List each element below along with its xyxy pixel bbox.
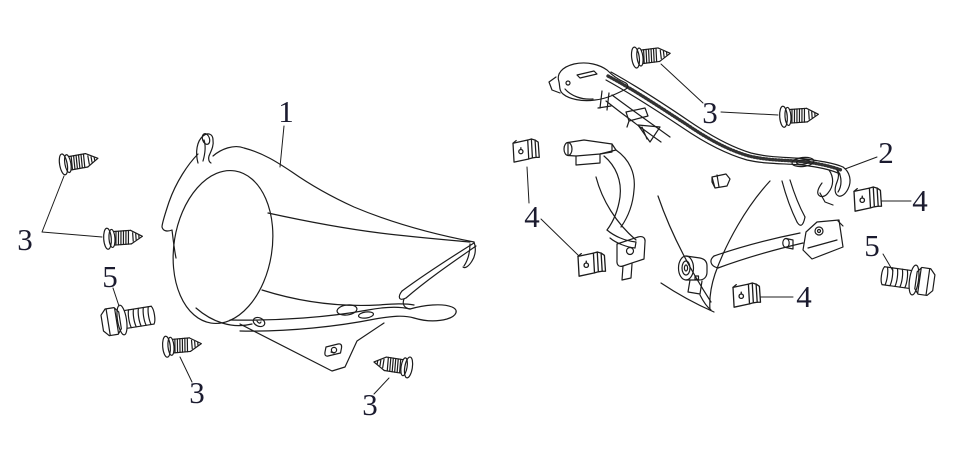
- callout-label-rear-clip-bottom: 4: [796, 279, 812, 314]
- clip-nut-rear-bottom: [732, 282, 762, 308]
- callout-label-rear-clips-left: 4: [524, 199, 540, 234]
- leader-front-cover: [279, 125, 285, 168]
- screw-front-lower-right: [371, 351, 415, 380]
- flange-bolt-front: [99, 299, 158, 339]
- callout-labels: 1 2 3 3 3 3 4 4 4 5 5: [17, 94, 928, 422]
- rear-cover-drawing: [548, 62, 851, 313]
- leader-rear-flange-bolt: [882, 253, 894, 272]
- callout-label-rear-clip-right: 4: [912, 183, 928, 218]
- callout-label-front-screw-lower-right: 3: [362, 387, 378, 422]
- front-cover-drawing: [161, 133, 477, 372]
- leader-rear-clip-left-lower: [540, 218, 580, 257]
- callout-label-front-cover: 1: [278, 94, 294, 129]
- callout-label-front-flange-bolt: 5: [102, 259, 118, 294]
- callout-label-front-screw-lower-left: 3: [189, 375, 205, 410]
- leader-rear-cover: [844, 156, 878, 170]
- callout-label-rear-flange-bolt: 5: [864, 228, 880, 263]
- leader-rear-screw-top-b: [720, 111, 779, 116]
- clip-nut-rear-left-upper: [512, 138, 540, 163]
- screw-rear-top-a: [629, 42, 673, 70]
- leader-front-screws-upper-left: [41, 175, 103, 238]
- clip-nut-rear-left-lower: [577, 251, 607, 277]
- leader-front-screw-lower-left: [179, 356, 193, 383]
- leader-lines: [41, 63, 912, 395]
- leader-rear-clip-left-upper: [526, 166, 530, 204]
- flange-bolt-rear: [878, 259, 937, 299]
- screw-front-upper-left-b: [102, 225, 144, 251]
- leader-front-flange-bolt: [112, 287, 120, 307]
- leader-rear-screw-top-a: [660, 63, 704, 104]
- leader-front-screw-lower-right: [373, 377, 390, 395]
- screw-rear-top-b: [778, 103, 820, 129]
- callout-label-rear-screws-top: 3: [702, 95, 718, 130]
- callout-label-front-screws-upper-left: 3: [17, 222, 33, 257]
- clip-nut-rear-right: [853, 186, 883, 212]
- screw-front-lower-left: [161, 332, 203, 359]
- callout-label-rear-cover: 2: [878, 135, 894, 170]
- screw-front-upper-left-a: [57, 147, 101, 176]
